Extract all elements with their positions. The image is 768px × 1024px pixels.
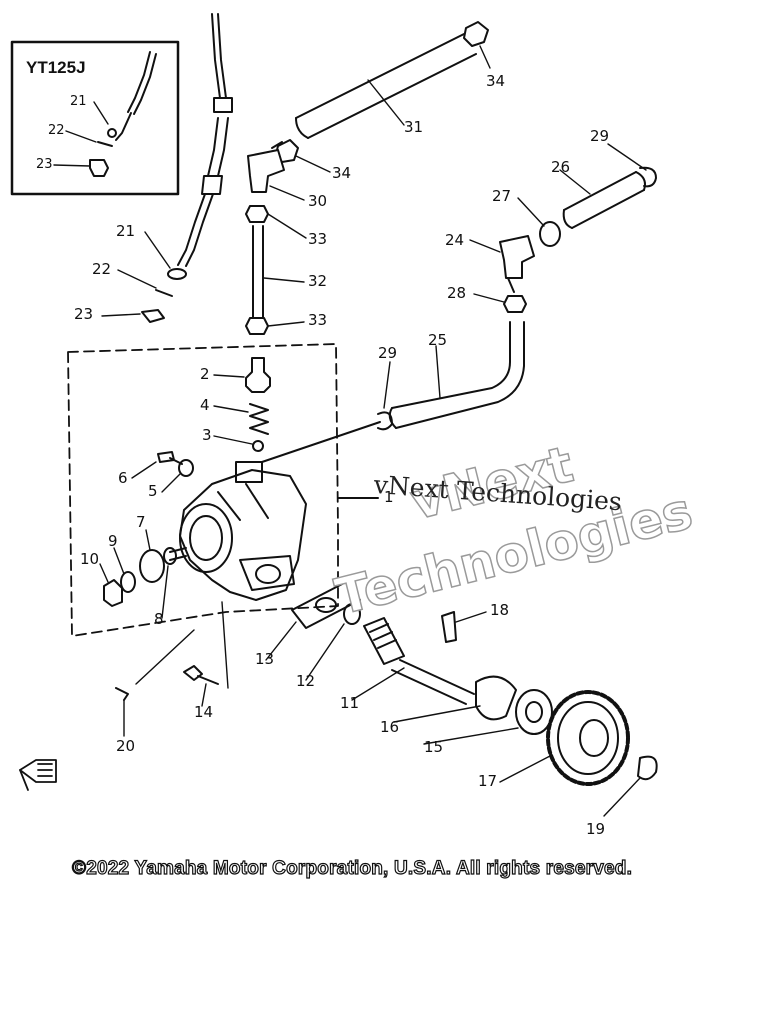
callout-31: 31 [404, 118, 424, 136]
callout-9: 9 [108, 532, 118, 550]
oil-pipe-25 [388, 321, 525, 429]
callout-27: 27 [492, 187, 512, 205]
clamp-29a [639, 166, 657, 188]
pin-18 [441, 611, 457, 643]
callout-13: 13 [255, 650, 275, 668]
nut-33a [245, 205, 269, 223]
callout-17: 17 [478, 772, 498, 790]
washer-8 [163, 547, 177, 565]
inset-pin-22 [97, 141, 113, 147]
oil-pipe-26 [562, 171, 646, 229]
plate-7 [139, 549, 165, 583]
pump-assembly-outline [67, 343, 339, 637]
callout-23: 23 [74, 305, 94, 323]
inset-nut-23 [89, 159, 109, 177]
inset-model-title: YT125J [26, 58, 86, 77]
cable-nut-23 [141, 309, 165, 323]
inset-cable [115, 51, 157, 141]
oil-pipe-31 [295, 33, 477, 139]
pipe-32 [252, 225, 264, 319]
callout-6: 6 [118, 469, 128, 487]
callout-14: 14 [194, 703, 214, 721]
callout-29: 29 [378, 344, 398, 362]
collar-16 [475, 675, 517, 721]
seal-12 [343, 603, 361, 625]
spring-4 [249, 403, 269, 435]
callout-11: 11 [340, 694, 360, 712]
clamp-34a [463, 21, 489, 47]
nut-28 [503, 295, 527, 313]
cable-washer-21 [167, 268, 187, 280]
callout-16: 16 [380, 718, 400, 736]
bearing-15 [515, 689, 553, 735]
callout-1: 1 [384, 488, 394, 506]
cable-pin-22 [155, 289, 173, 297]
screw-6 [157, 451, 183, 465]
delivery-line [261, 421, 381, 463]
nut-10 [103, 579, 123, 607]
drive-shaft-11 [363, 617, 475, 705]
callout-7: 7 [136, 513, 146, 531]
callout-30: 30 [308, 192, 328, 210]
callout-12: 12 [296, 672, 316, 690]
callout-28: 28 [447, 284, 467, 302]
clip-20 [115, 687, 129, 701]
bolt-14 [183, 665, 219, 685]
nut-33b [245, 317, 269, 335]
callout-26: 26 [551, 158, 571, 176]
callout-22: 22 [92, 260, 112, 278]
gasket-13 [291, 581, 361, 629]
callout-29-top: 29 [590, 127, 610, 145]
drive-gear-17 [546, 690, 630, 786]
oil-pump-body [169, 461, 307, 601]
bleed-bolt-2 [245, 357, 271, 393]
callout-15: 15 [424, 738, 444, 756]
callout-18: 18 [490, 601, 510, 619]
washer-9 [120, 571, 136, 593]
callout-3: 3 [202, 426, 212, 444]
callout-20: 20 [116, 737, 136, 755]
callout-33: 33 [308, 311, 328, 329]
clip-19 [637, 755, 658, 781]
callout-24: 24 [445, 231, 465, 249]
control-cable [177, 13, 233, 267]
callout-19: 19 [586, 820, 606, 838]
bearing-inner [525, 701, 543, 723]
banjo-fitting-30 [247, 141, 285, 193]
callout-34: 34 [332, 164, 352, 182]
callout-21: 21 [116, 222, 136, 240]
clamp-29b [377, 411, 393, 431]
leader-lines [53, 45, 647, 817]
callout-33-top: 33 [308, 230, 328, 248]
callout-10: 10 [80, 550, 100, 568]
callout-8: 8 [154, 610, 164, 628]
inset-box [10, 40, 180, 196]
gasket-hole [315, 597, 337, 613]
callout-5: 5 [148, 482, 158, 500]
inset-label-22: 22 [48, 123, 65, 138]
inset-label-23: 23 [36, 157, 53, 172]
callout-32: 32 [308, 272, 328, 290]
callout-34-top: 34 [486, 72, 506, 90]
joint-27 [539, 221, 561, 247]
front-arrow-icon [19, 759, 57, 791]
inset-washer-21 [107, 128, 117, 138]
washer-5 [178, 459, 194, 477]
banjo-fitting-24 [499, 235, 535, 293]
copyright-notice: ©2022 Yamaha Motor Corporation, U.S.A. A… [71, 857, 633, 879]
check-ball-3 [252, 440, 264, 452]
callout-2: 2 [200, 365, 210, 383]
callout-4: 4 [200, 396, 210, 414]
inset-label-21: 21 [70, 94, 87, 109]
callout-25: 25 [428, 331, 448, 349]
